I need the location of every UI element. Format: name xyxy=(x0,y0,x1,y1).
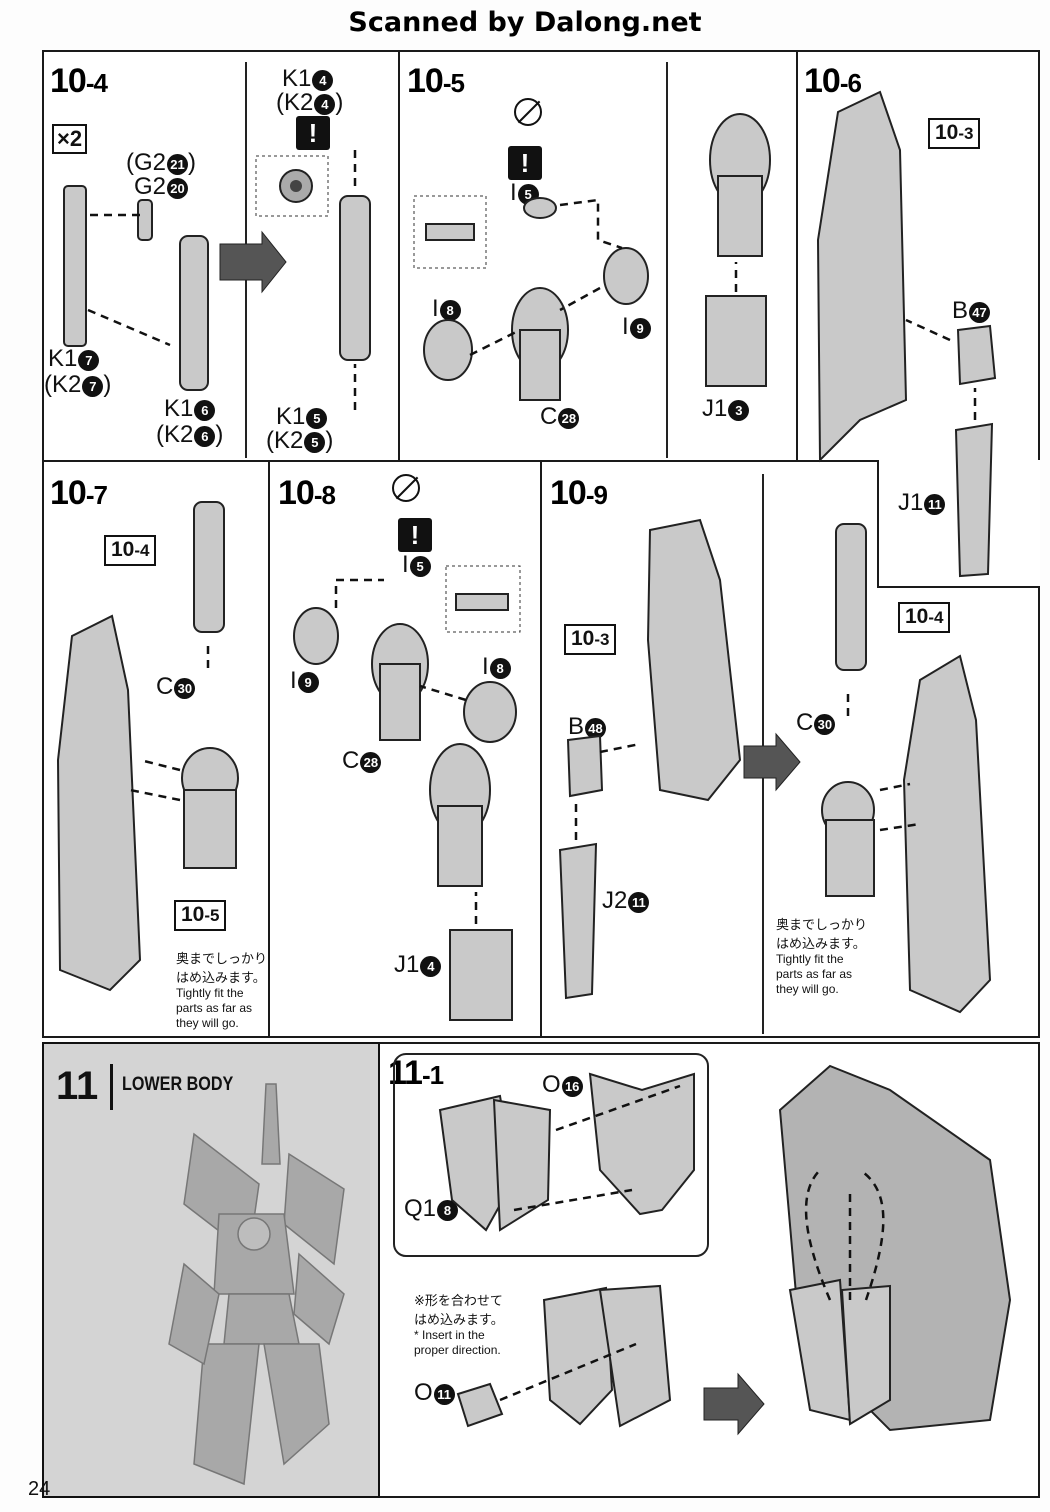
no-glue-icon xyxy=(514,98,542,126)
step-10-9-title: 10-9 xyxy=(550,474,608,512)
step-10-5-title: 10-5 xyxy=(407,62,465,100)
caution-icon: ! xyxy=(508,146,542,180)
step-11-title: LOWER BODY xyxy=(122,1074,234,1095)
ref-10-4-a: 10-4 xyxy=(104,535,157,566)
ref-10-4-b: 10-4 xyxy=(898,602,951,633)
multiplier-badge: ×2 xyxy=(52,124,88,154)
step-11-number: 11 xyxy=(56,1064,99,1108)
fit-note: 奥までしっかり はめ込みます。Tightly fit the parts as … xyxy=(776,918,868,996)
lower-body-panel: 11 LOWER BODY xyxy=(42,1042,380,1498)
caution-icon: ! xyxy=(398,518,432,552)
step-11-divider xyxy=(110,1064,113,1110)
divider-10-5 xyxy=(666,62,668,458)
step-10-6-title: 10-6 xyxy=(804,62,862,100)
no-glue-icon xyxy=(392,474,420,502)
step-10-8-title: 10-8 xyxy=(278,474,336,512)
ref-10-3-b: 10-3 xyxy=(564,624,617,655)
insert-note: ※形を合わせて はめ込みます。* Insert in the proper di… xyxy=(414,1294,504,1357)
fit-note: 奥までしっかり はめ込みます。Tightly fit the parts as … xyxy=(176,952,268,1030)
page-header: Scanned by Dalong.net xyxy=(348,7,702,38)
step-10-4-title: 10-4 xyxy=(50,62,108,100)
step-10-7-title: 10-7 xyxy=(50,474,108,512)
model-render xyxy=(168,1083,345,1486)
page-number: 24 xyxy=(28,1478,51,1500)
ref-10-3-a: 10-3 xyxy=(928,118,981,149)
caution-icon: ! xyxy=(296,116,330,150)
ref-10-5: 10-5 xyxy=(174,900,227,931)
